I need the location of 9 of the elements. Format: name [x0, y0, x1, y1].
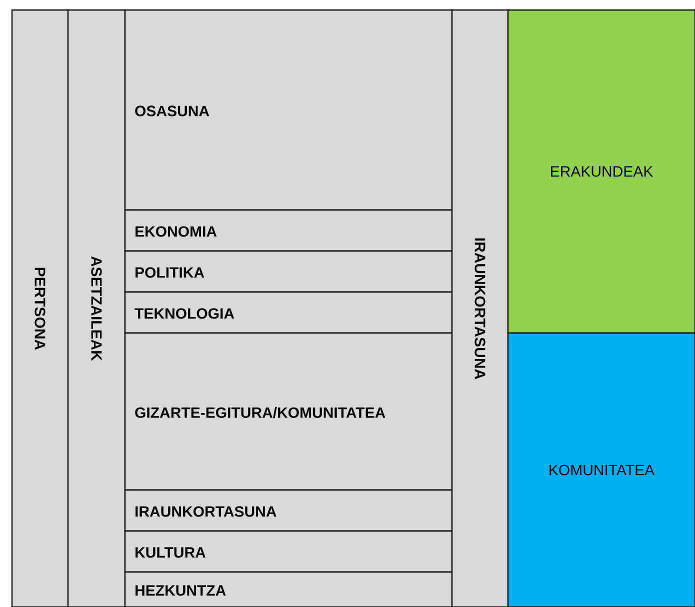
- group-box: KOMUNITATEA: [507, 332, 695, 607]
- category-row: EKONOMIA: [124, 209, 453, 252]
- category-row: TEKNOLOGIA: [124, 291, 453, 334]
- category-row: HEZKUNTZA: [124, 571, 453, 607]
- category-row: KULTURA: [124, 530, 453, 573]
- category-row: IRAUNKORTASUNA: [124, 489, 453, 532]
- column-band: PERTSONA: [11, 9, 69, 607]
- group-box: ERAKUNDEAK: [507, 9, 695, 334]
- category-row: POLITIKA: [124, 250, 453, 293]
